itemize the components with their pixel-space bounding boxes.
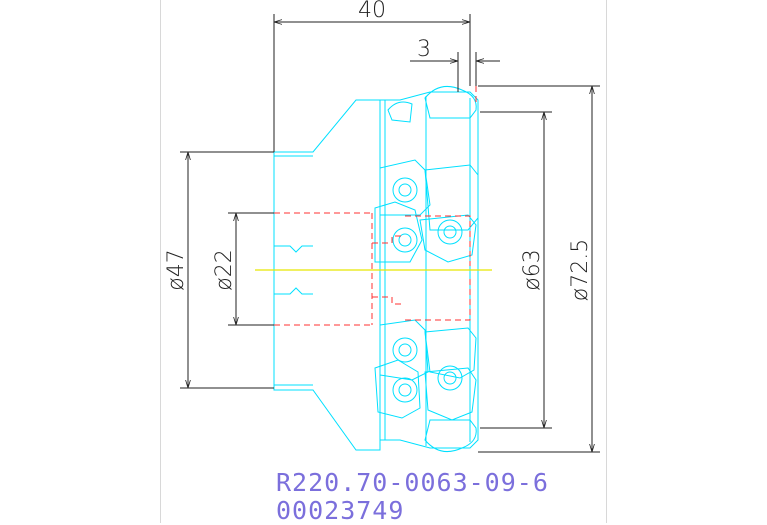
- offset-dimension-label: 3: [417, 37, 431, 62]
- hidden-lines: [274, 86, 477, 326]
- frame-line-right: [606, 0, 607, 523]
- frame-line-left: [160, 0, 161, 523]
- part-number: R220.70-0063-09-6: [276, 468, 549, 497]
- item-code: 00023749: [276, 496, 405, 525]
- shank-diameter-label: ø47: [164, 249, 189, 290]
- outer-diameter-label: ø72.5: [568, 239, 593, 301]
- bore-diameter-label: ø22: [212, 249, 237, 290]
- tool-body-outline: [273, 85, 479, 453]
- dimension-lines: [180, 14, 600, 453]
- length-dimension-label: 40: [358, 0, 386, 23]
- cutting-diameter-label: ø63: [520, 249, 545, 290]
